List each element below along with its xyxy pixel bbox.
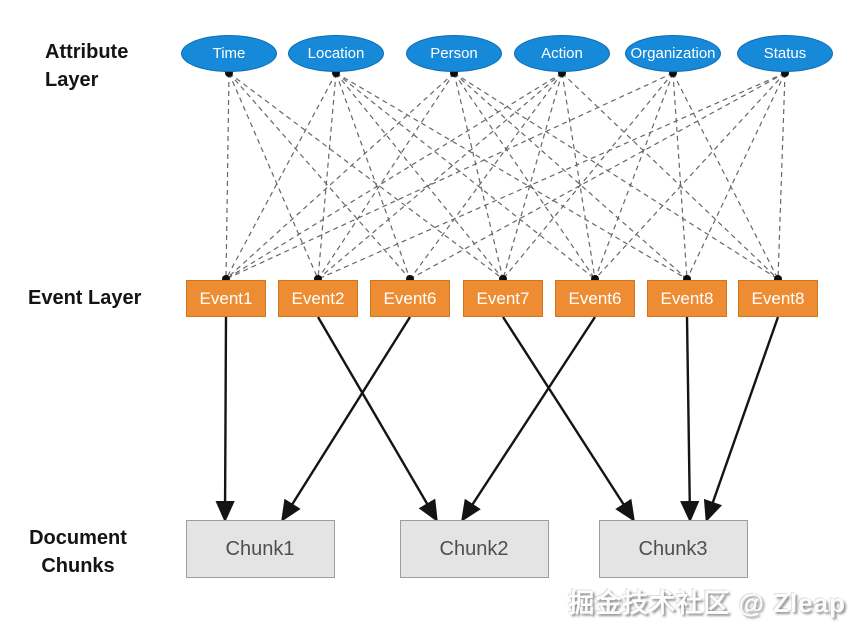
event-chunk-arrow: [680, 316, 700, 523]
attribute-event-link: [335, 72, 504, 280]
event-chunk-arrow: [461, 316, 597, 523]
attribute-node-action: Action: [514, 35, 610, 72]
attribute-event-link: [561, 72, 779, 280]
attribute-event-link: [225, 72, 455, 280]
attribute-event-link: [453, 72, 596, 280]
document-chunks-label: Document Chunks: [29, 527, 127, 577]
event-node-5: Event6: [555, 280, 635, 317]
event-node-2-label: Event2: [291, 288, 345, 308]
chunk-node-2: Chunk2: [399, 520, 549, 578]
event-node-6-label: Event8: [660, 288, 714, 308]
event-node-7-label: Event8: [751, 288, 805, 308]
attribute-event-link: [672, 72, 688, 280]
chunk-node-1: Chunk1: [185, 520, 335, 578]
attribute-event-link: [594, 72, 674, 280]
event-node-7: Event8: [738, 280, 818, 317]
event-node-6: Event8: [647, 280, 727, 317]
attribute-event-link: [228, 72, 411, 280]
attribute-event-link: [225, 72, 230, 280]
attribute-node-time-label: Time: [212, 45, 246, 62]
attribute-event-link: [225, 72, 563, 280]
chunk-node-3-label: Chunk3: [638, 537, 708, 560]
attribute-layer-label: Attribute Layer: [45, 41, 129, 91]
attribute-event-link: [453, 72, 779, 280]
chunk-node-2-label: Chunk2: [439, 537, 509, 560]
attribute-event-link: [228, 72, 504, 280]
event-layer-label: Event Layer: [28, 287, 142, 309]
attribute-node-organization-label: Organization: [630, 45, 716, 62]
attribute-node-time: Time: [181, 35, 277, 72]
attribute-event-link: [317, 72, 786, 280]
event-node-1: Event1: [186, 280, 266, 317]
event-node-5-label: Event6: [568, 288, 622, 308]
attribute-node-person-label: Person: [430, 45, 478, 62]
attribute-event-link: [228, 72, 319, 280]
chunk-node-3: Chunk3: [598, 520, 748, 578]
event-node-4-label: Event7: [476, 288, 530, 308]
attribute-event-link: [594, 72, 786, 280]
attribute-node-action-label: Action: [541, 45, 583, 62]
event-node-4: Event7: [463, 280, 543, 317]
event-node-2: Event2: [278, 280, 358, 317]
attribute-node-status-label: Status: [763, 45, 807, 62]
attribute-node-person: Person: [406, 35, 502, 72]
event-chunk-arrow: [501, 316, 635, 523]
attribute-event-link: [317, 72, 563, 280]
watermark: 掘金技术社区 @ Zleap: [568, 588, 846, 618]
attribute-event-link: [335, 72, 688, 280]
attribute-node-location-label: Location: [307, 45, 365, 62]
attribute-event-link: [453, 72, 688, 280]
event-chunk-arrow: [703, 316, 780, 523]
attribute-event-link: [225, 72, 674, 280]
event-node-3-label: Event6: [383, 288, 437, 308]
attribute-event-link: [777, 72, 786, 280]
event-chunk-arrow: [316, 316, 438, 523]
attribute-event-link: [409, 72, 563, 280]
attribute-event-link: [317, 72, 455, 280]
event-node-1-label: Event1: [199, 288, 253, 308]
attribute-event-link: [225, 72, 337, 280]
attribute-event-link: [686, 72, 786, 280]
attribute-event-link: [672, 72, 779, 280]
attribute-event-link: [317, 72, 337, 280]
attribute-event-link: [335, 72, 596, 280]
event-chunk-arrow: [281, 316, 412, 523]
event-chunk-arrow: [215, 316, 235, 523]
attribute-node-organization: Organization: [625, 35, 721, 72]
attribute-event-link: [561, 72, 596, 280]
attribute-node-location: Location: [288, 35, 384, 72]
attribute-event-link: [502, 72, 674, 280]
attribute-node-status: Status: [737, 35, 833, 72]
event-node-3: Event6: [370, 280, 450, 317]
attribute-event-link: [335, 72, 411, 280]
chunk-node-1-label: Chunk1: [225, 537, 295, 560]
